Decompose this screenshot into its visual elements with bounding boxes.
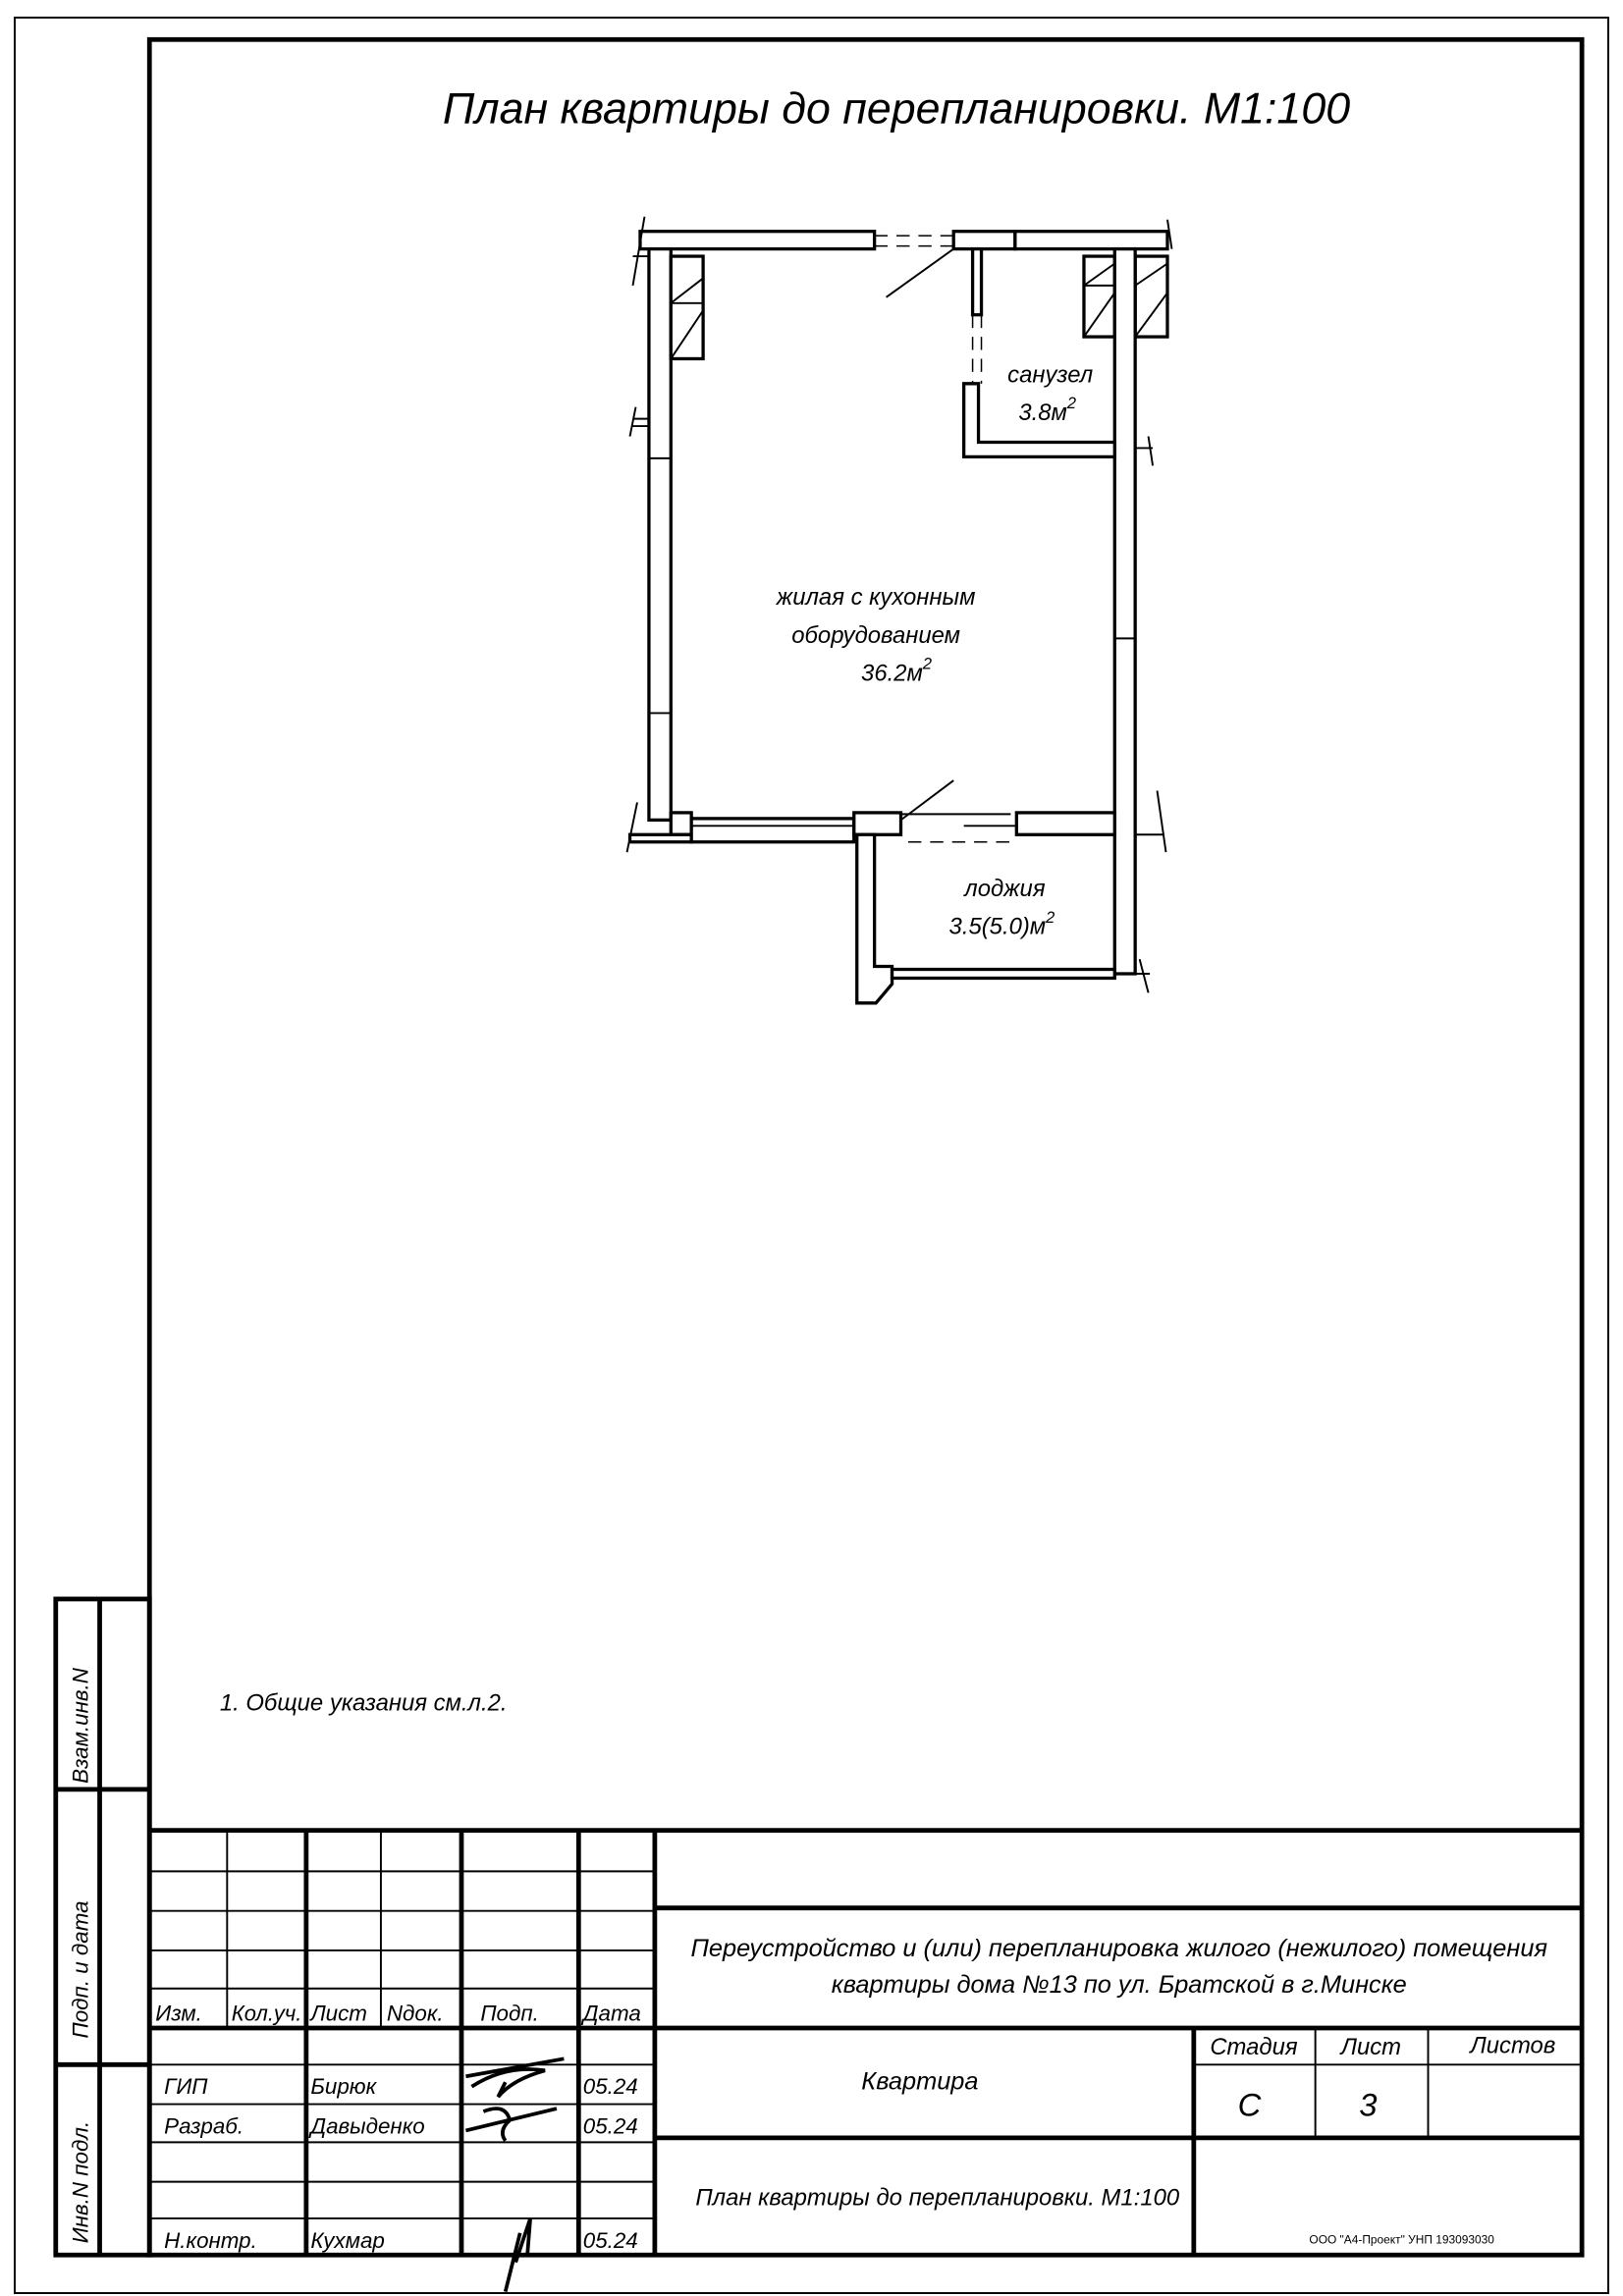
- role-razrab: Разраб.: [164, 2113, 243, 2138]
- header-izm: Изм.: [155, 2002, 202, 2026]
- living-name-2: оборудованием: [791, 622, 960, 649]
- stage-label: Стадия: [1210, 2034, 1298, 2060]
- inv-podl-label: Инв.N подл.: [69, 2121, 93, 2243]
- room-labels: санузел 3.8м2 жилая с кухонным оборудова…: [776, 361, 1093, 939]
- living-area: 36.2м: [861, 661, 923, 687]
- name-biryuk: Бирюк: [310, 2074, 377, 2099]
- name-davydenko: Давыденко: [307, 2113, 424, 2138]
- sheet-label: Лист: [1339, 2034, 1401, 2060]
- bath-area: 3.8м: [1018, 400, 1067, 426]
- title-block: Изм. Кол.уч. Лист Nдок. Подп. Дата ГИП Б…: [149, 1828, 1583, 2292]
- superscript: 2: [922, 656, 932, 673]
- object-name: Квартира: [861, 2068, 978, 2096]
- general-note: 1. Общие указания см.л.2.: [220, 1689, 508, 1716]
- date-gip: 05.24: [583, 2074, 638, 2099]
- role-nkontr: Н.контр.: [164, 2228, 257, 2253]
- sheet-value: 3: [1359, 2087, 1377, 2123]
- inner-frame: [146, 36, 1585, 2258]
- bath-name: санузел: [1007, 361, 1093, 388]
- loggia-name: лоджия: [962, 876, 1046, 902]
- superscript: 2: [1045, 909, 1055, 927]
- outer-frame: [14, 16, 1609, 2294]
- sheets-label: Листов: [1468, 2032, 1555, 2058]
- svg-text:36.2м2: 36.2м2: [861, 656, 932, 687]
- sheet-title: План квартиры до перепланировки. М1:100: [443, 83, 1350, 133]
- header-data: Дата: [580, 2002, 641, 2026]
- drawing-name: План квартиры до перепланировки. М1:100: [695, 2185, 1179, 2212]
- date-razrab: 05.24: [583, 2113, 638, 2138]
- company-info: ООО "А4-Проект" УНП 193093030: [1309, 2232, 1494, 2246]
- role-gip: ГИП: [164, 2074, 208, 2099]
- project-line-2: квартиры дома №13 по ул. Братской в г.Ми…: [832, 1971, 1407, 1999]
- date-nkontr: 05.24: [583, 2228, 638, 2253]
- signatures: [465, 2056, 565, 2292]
- header-podp: Подп.: [480, 2002, 539, 2026]
- vzam-inv-label: Взам.инв.N: [69, 1667, 93, 1784]
- podp-data-label: Подп. и дата: [69, 1900, 93, 2038]
- svg-text:3.5(5.0)м2: 3.5(5.0)м2: [949, 909, 1055, 940]
- name-kuhmar: Кухмар: [310, 2228, 385, 2253]
- living-name-1: жилая с кухонным: [776, 584, 976, 611]
- floor-plan: [625, 216, 1173, 1005]
- stage-value: С: [1238, 2087, 1262, 2123]
- header-kol-uch: Кол.уч.: [232, 2002, 302, 2026]
- svg-text:3.8м2: 3.8м2: [1018, 395, 1076, 426]
- header-ndok: Nдок.: [387, 2002, 444, 2026]
- header-list: Лист: [308, 2002, 367, 2026]
- side-strip: Взам.инв.N Подп. и дата Инв.N подл.: [53, 1596, 152, 2258]
- loggia-area: 3.5(5.0)м: [949, 914, 1047, 940]
- superscript: 2: [1066, 395, 1076, 412]
- project-line-1: Переустройство и (или) перепланировка жи…: [691, 1935, 1548, 1962]
